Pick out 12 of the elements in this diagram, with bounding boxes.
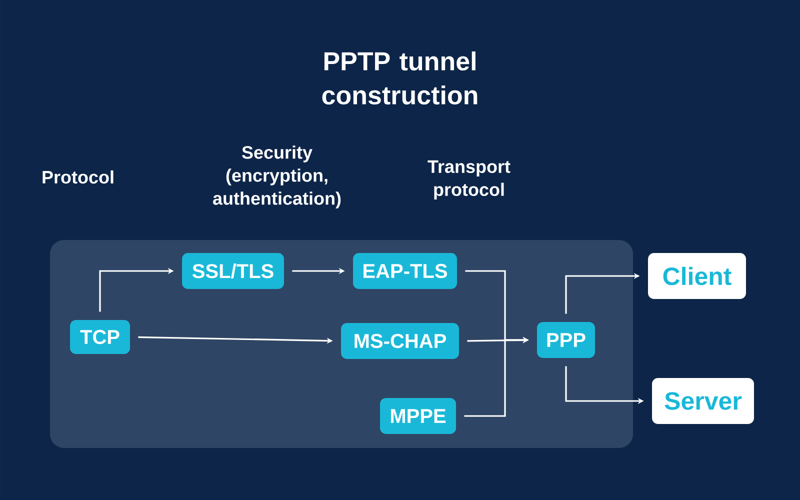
process-box: SSL/TLS [182, 253, 284, 289]
endpoint-box: Server [652, 378, 754, 424]
process-box: PPP [537, 322, 595, 358]
column-heading: Protocol [42, 170, 114, 184]
column-heading: Transport protocol [428, 160, 510, 200]
title: PPTP tunnel construction [322, 51, 478, 105]
endpoint-box: Client [648, 253, 746, 299]
process-box: TCP [70, 320, 130, 354]
process-box: MPPE [380, 398, 456, 434]
process-box: MS-CHAP [341, 323, 459, 359]
process-box: EAP-TLS [353, 253, 457, 289]
column-heading: Security (encryption, authentication) [213, 146, 341, 208]
